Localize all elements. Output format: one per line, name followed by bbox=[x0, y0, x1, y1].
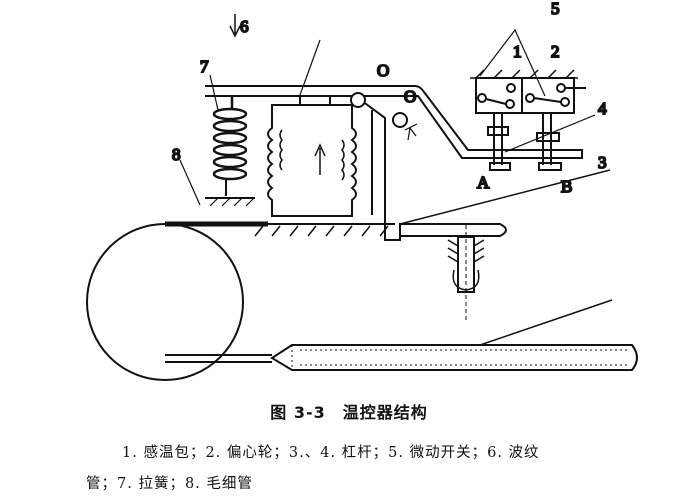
lever-4 bbox=[205, 85, 583, 159]
tension-spring bbox=[205, 96, 255, 207]
temperature-bulb-wheel bbox=[86, 223, 244, 381]
label-b: B bbox=[561, 177, 572, 196]
pivot-label-o2: O bbox=[404, 87, 416, 106]
eccentric-adjuster bbox=[447, 225, 485, 320]
sensing-probe bbox=[270, 344, 638, 371]
legend-line-1: 1. 感温包；2. 偏心轮；3.、4. 杠杆；5. 微动开关；6. 波纹 bbox=[122, 445, 540, 461]
figure-caption: 图 3-3 温控器结构 bbox=[270, 403, 428, 422]
thermostat-structure-diagram: 5 1 2 4 3 6 7 8 O O A B bbox=[86, 0, 638, 381]
pivot-label-o: O bbox=[377, 61, 389, 80]
label-4: 4 bbox=[598, 99, 607, 118]
label-8: 8 bbox=[172, 145, 181, 164]
micro-switch bbox=[470, 28, 596, 171]
label-6: 6 bbox=[240, 17, 249, 36]
label-2: 2 bbox=[551, 42, 560, 61]
bellows bbox=[267, 95, 357, 217]
label-a: A bbox=[477, 173, 490, 192]
legend-line-2: 管；7. 拉簧；8. 毛细管 bbox=[86, 476, 253, 492]
label-7: 7 bbox=[200, 57, 209, 76]
label-1: 1 bbox=[513, 42, 522, 61]
label-3: 3 bbox=[598, 153, 607, 172]
label-5: 5 bbox=[551, 0, 560, 18]
lever-3 bbox=[384, 210, 507, 241]
